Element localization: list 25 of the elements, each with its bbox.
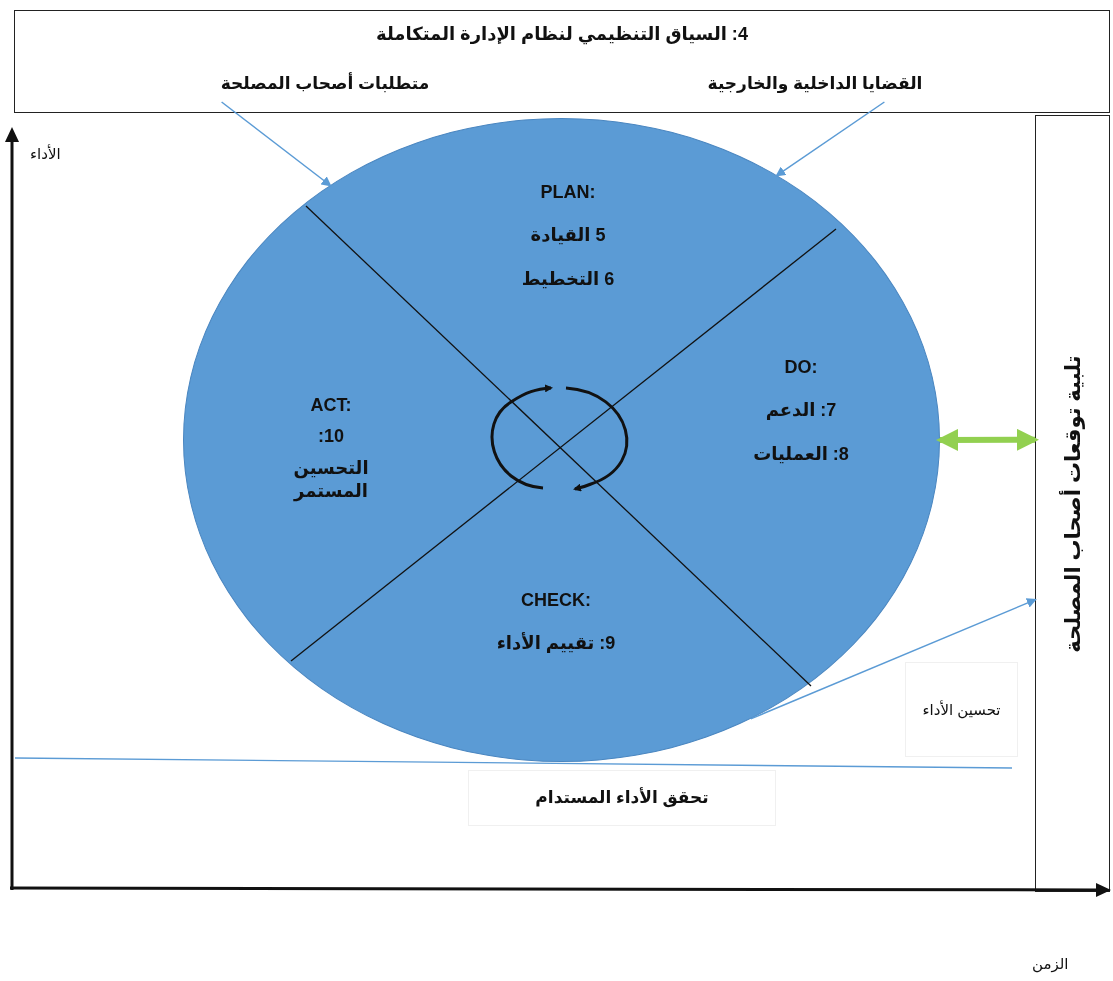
clause-text: 7: الدعم [765, 399, 837, 423]
arrow [775, 101, 886, 177]
clause-text: 9: تقييم الأداء [496, 632, 616, 656]
outcome-box [1035, 115, 1110, 892]
arrow [936, 428, 1039, 451]
phase-title: ACT: [310, 394, 352, 417]
phase-title: DO: [784, 356, 818, 379]
outcome-text: تلبية توقعات أصحاب المصلحة [1060, 354, 1085, 653]
phase-title: PLAN: [540, 181, 596, 204]
axis-label: الأداء [30, 145, 61, 163]
phase-title: CHECK: [521, 589, 591, 612]
clause-text: :10 [318, 425, 344, 449]
clause-text: التحسين المستمر [292, 456, 370, 504]
context-item-text: متطلبات أصحاب المصلحة [220, 73, 430, 95]
clause-text: 8: العمليات [753, 442, 849, 466]
context-title: 4: السياق التنظيمي لنظام الإدارة المتكاملة [375, 23, 749, 45]
curve-label: تحقق الأداء المستدام [468, 770, 776, 826]
axis-label: الزمن [1032, 955, 1069, 973]
clause-text: 6 التخطيط [521, 267, 615, 291]
arrow [220, 101, 332, 187]
context-box [14, 10, 1110, 113]
clause-text: 5 القيادة [530, 224, 606, 248]
curve-label: تحسين الأداء [905, 662, 1018, 757]
arrow [750, 598, 1037, 720]
context-item-text: القضايا الداخلية والخارجية [707, 73, 923, 95]
